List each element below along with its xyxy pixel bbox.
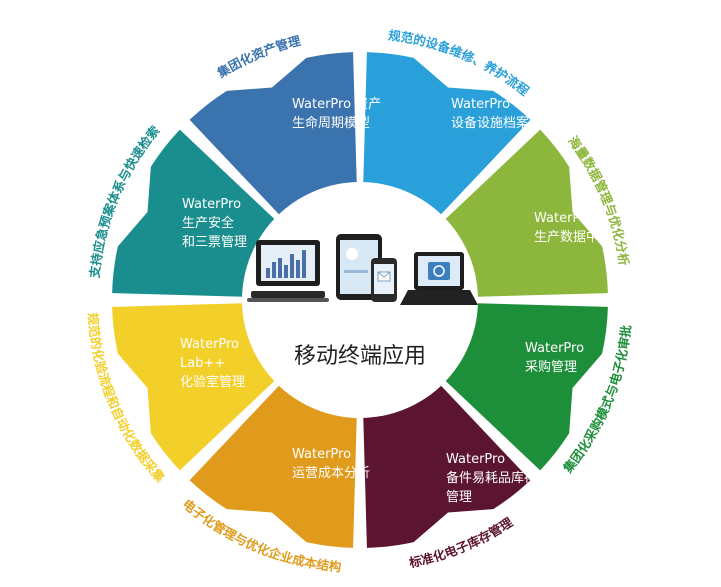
segment-safety-tickets [112, 129, 279, 297]
center-title: 移动终端应用 [294, 344, 426, 369]
segment-procurement [441, 303, 608, 471]
segment-equipment-archive [363, 52, 531, 219]
segment-label-asset-lifecycle: WaterPro 资产生命周期模型 [292, 97, 381, 131]
segment-lab [112, 303, 279, 471]
segment-spare-parts [363, 381, 531, 548]
segment-operating-cost [189, 381, 357, 548]
laptop-icon [400, 252, 478, 305]
monitor-icon [247, 240, 329, 302]
phone-icon [371, 258, 397, 302]
segment-asset-lifecycle [189, 52, 357, 219]
segment-production-data [441, 129, 608, 297]
